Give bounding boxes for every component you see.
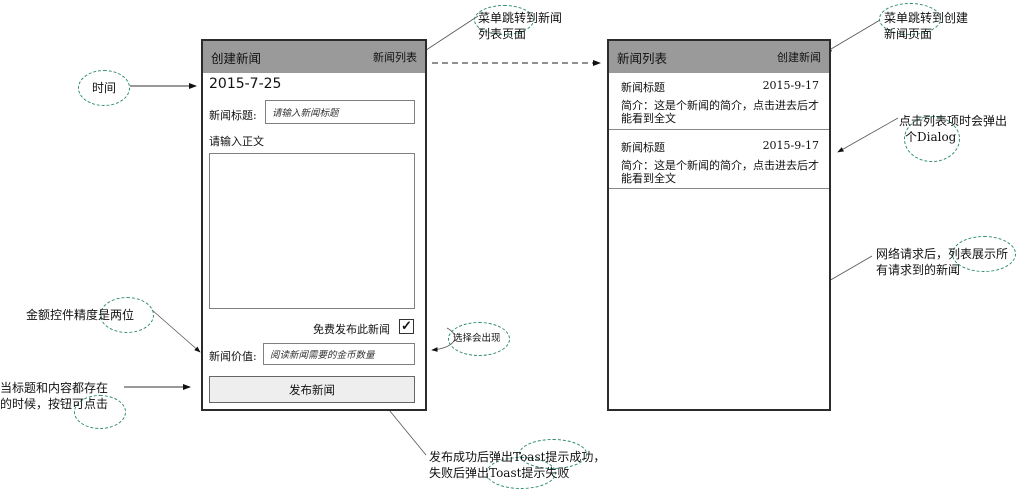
annotation-ellipse — [879, 3, 941, 35]
annotation-ellipse — [904, 116, 960, 162]
annotation-ellipse — [952, 236, 1016, 272]
appbar-title: 创建新闻 — [211, 50, 262, 66]
price-input[interactable]: 阅读新闻需要的金币数量 — [263, 343, 415, 365]
item-date: 2015-9-17 — [762, 79, 819, 92]
item-title: 新闻标题 — [621, 81, 665, 94]
title-input[interactable]: 请输入新闻标题 — [265, 100, 415, 124]
note-network: 网络请求后，列表展示所 有请求到的新闻 — [876, 247, 1009, 277]
appbar-title: 新闻列表 — [617, 50, 668, 66]
item-title: 新闻标题 — [621, 141, 665, 154]
annotation-ellipse — [74, 395, 126, 429]
price-label: 新闻价值: — [209, 350, 257, 363]
annotation-ellipse — [78, 70, 130, 106]
news-list-screen: 新闻列表 创建新闻 新闻标题 2015-9-17 简介：这是个新闻的简介，点击进… — [607, 39, 831, 411]
free-publish-checkbox[interactable]: ✓ — [399, 319, 414, 334]
note-menu-to-create: 菜单跳转到创建 新闻页面 — [884, 11, 969, 41]
menu-create-news[interactable]: 创建新闻 — [777, 51, 821, 64]
note-choice-appears: 选择会出现 — [453, 333, 501, 344]
note-menu-to-list: 菜单跳转到新闻 列表页面 — [478, 11, 563, 41]
list-item[interactable]: 新闻标题 2015-9-17 简介：这是个新闻的简介，点击进去后才能看到全文 — [609, 73, 829, 130]
item-summary: 简介：这是个新闻的简介，点击进去后才能看到全文 — [621, 159, 819, 185]
item-date: 2015-9-17 — [762, 139, 819, 152]
note-button-enabled: 当标题和内容都存在 的时候，按钮可点击 — [0, 381, 109, 411]
create-appbar: 创建新闻 新闻列表 — [203, 41, 425, 73]
annotation-ellipse — [100, 297, 154, 333]
checkmark-icon: ✓ — [401, 319, 412, 334]
free-publish-label: 免费发布此新闻 — [313, 323, 390, 336]
annotation-ellipse — [448, 322, 510, 356]
annotation-ellipse — [474, 5, 534, 35]
annotation-ellipse — [486, 457, 556, 489]
note-time: 时间 — [92, 81, 117, 95]
item-summary: 简介：这是个新闻的简介，点击进去后才能看到全文 — [621, 99, 819, 125]
list-item[interactable]: 新闻标题 2015-9-17 简介：这是个新闻的简介，点击进去后才能看到全文 — [609, 130, 829, 189]
body-label: 请输入正文 — [209, 135, 264, 148]
date-text: 2015-7-25 — [209, 76, 282, 92]
note-amount-precision: 金额控件精度是两位 — [26, 308, 135, 322]
create-news-screen: 创建新闻 新闻列表 2015-7-25 新闻标题: 请输入新闻标题 请输入正文 … — [201, 39, 427, 411]
menu-news-list[interactable]: 新闻列表 — [373, 51, 417, 64]
note-click-dialog: 点击列表项时会弹出 个Dialog — [899, 114, 1008, 144]
title-label: 新闻标题: — [209, 109, 257, 122]
list-appbar: 新闻列表 创建新闻 — [609, 41, 829, 73]
body-textarea[interactable] — [209, 153, 415, 309]
publish-button[interactable]: 发布新闻 — [209, 376, 415, 403]
note-toast: 发布成功后弹出Toast提示成功， 失败后弹出Toast提示失败 — [429, 450, 606, 480]
